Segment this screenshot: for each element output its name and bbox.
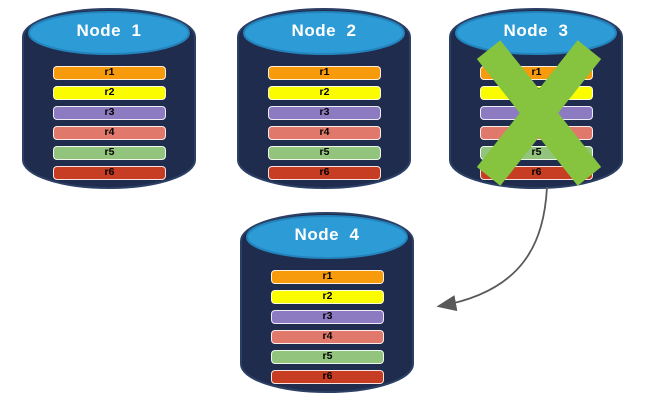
node-1: Node 1 r1 r2 r3 r4 r5 r6 xyxy=(22,8,196,190)
record-bar-r5: r5 xyxy=(480,146,593,160)
record-bar-r5: r5 xyxy=(268,146,381,160)
node-title: Node 4 xyxy=(294,225,360,244)
record-bar-r4: r4 xyxy=(480,126,593,140)
node-3: Node 3 r1 r2 r3 r4 r5 r6 xyxy=(449,8,623,190)
record-bar-r1: r1 xyxy=(271,270,384,284)
record-bar-r4: r4 xyxy=(268,126,381,140)
node-title: Node 1 xyxy=(76,21,142,40)
record-bar-r6: r6 xyxy=(271,370,384,384)
record-bar-r1: r1 xyxy=(480,66,593,80)
node-4: Node 4 r1 r2 r3 r4 r5 r6 xyxy=(240,212,414,394)
node-2: Node 2 r1 r2 r3 r4 r5 r6 xyxy=(237,8,411,190)
node-title: Node 3 xyxy=(503,21,569,40)
record-bar-r6: r6 xyxy=(268,166,381,180)
record-bar-r2: r2 xyxy=(271,290,384,304)
record-bar-r6: r6 xyxy=(480,166,593,180)
curved-arrow-icon xyxy=(436,186,548,312)
record-bar-r2: r2 xyxy=(268,86,381,100)
record-bar-r3: r3 xyxy=(480,106,593,120)
record-bar-r3: r3 xyxy=(53,106,166,120)
record-bar-r3: r3 xyxy=(268,106,381,120)
record-bar-r6: r6 xyxy=(53,166,166,180)
record-list: r1 r2 r3 r4 r5 r6 xyxy=(268,66,381,180)
record-bar-r2: r2 xyxy=(53,86,166,100)
record-bar-r1: r1 xyxy=(53,66,166,80)
record-bar-r2: r2 xyxy=(480,86,593,100)
record-bar-r4: r4 xyxy=(271,330,384,344)
record-list: r1 r2 r3 r4 r5 r6 xyxy=(53,66,166,180)
record-list: r1 r2 r3 r4 r5 r6 xyxy=(271,270,384,384)
node-title: Node 2 xyxy=(291,21,357,40)
record-bar-r5: r5 xyxy=(53,146,166,160)
record-bar-r3: r3 xyxy=(271,310,384,324)
record-list: r1 r2 r3 r4 r5 r6 xyxy=(480,66,593,180)
record-bar-r1: r1 xyxy=(268,66,381,80)
record-bar-r4: r4 xyxy=(53,126,166,140)
record-bar-r5: r5 xyxy=(271,350,384,364)
